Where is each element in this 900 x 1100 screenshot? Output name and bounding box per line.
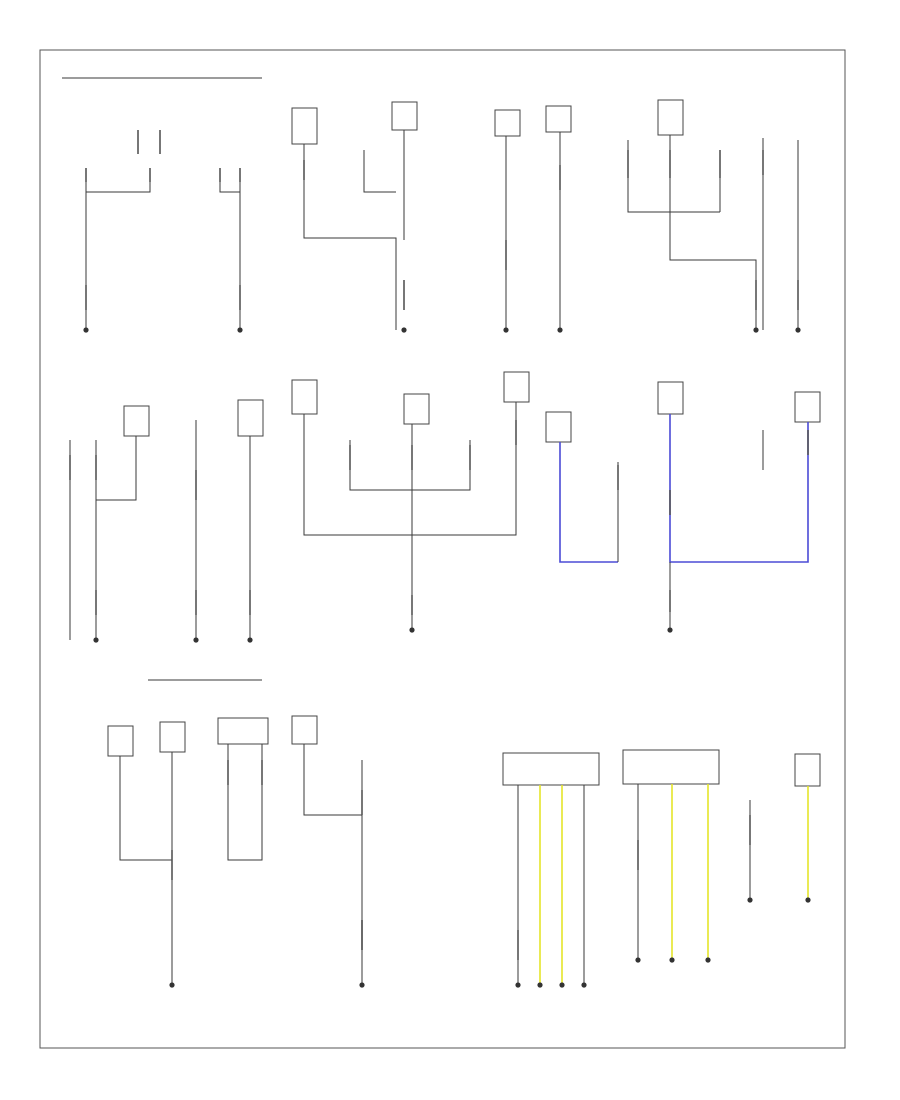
row3-mid-group — [502, 752, 600, 988]
diagram-border — [39, 49, 846, 1049]
blue-wire-right — [669, 414, 809, 563]
row1-right-group — [627, 99, 801, 333]
row3-right-group — [622, 749, 821, 963]
row1-left-group — [62, 77, 262, 333]
row3-left-group — [107, 679, 365, 988]
row2-mid-group — [291, 371, 530, 633]
row2-left-group — [69, 399, 264, 643]
blue-wire-left — [559, 442, 618, 563]
row2-right-group — [545, 381, 821, 633]
row1-mid-group — [291, 101, 572, 333]
